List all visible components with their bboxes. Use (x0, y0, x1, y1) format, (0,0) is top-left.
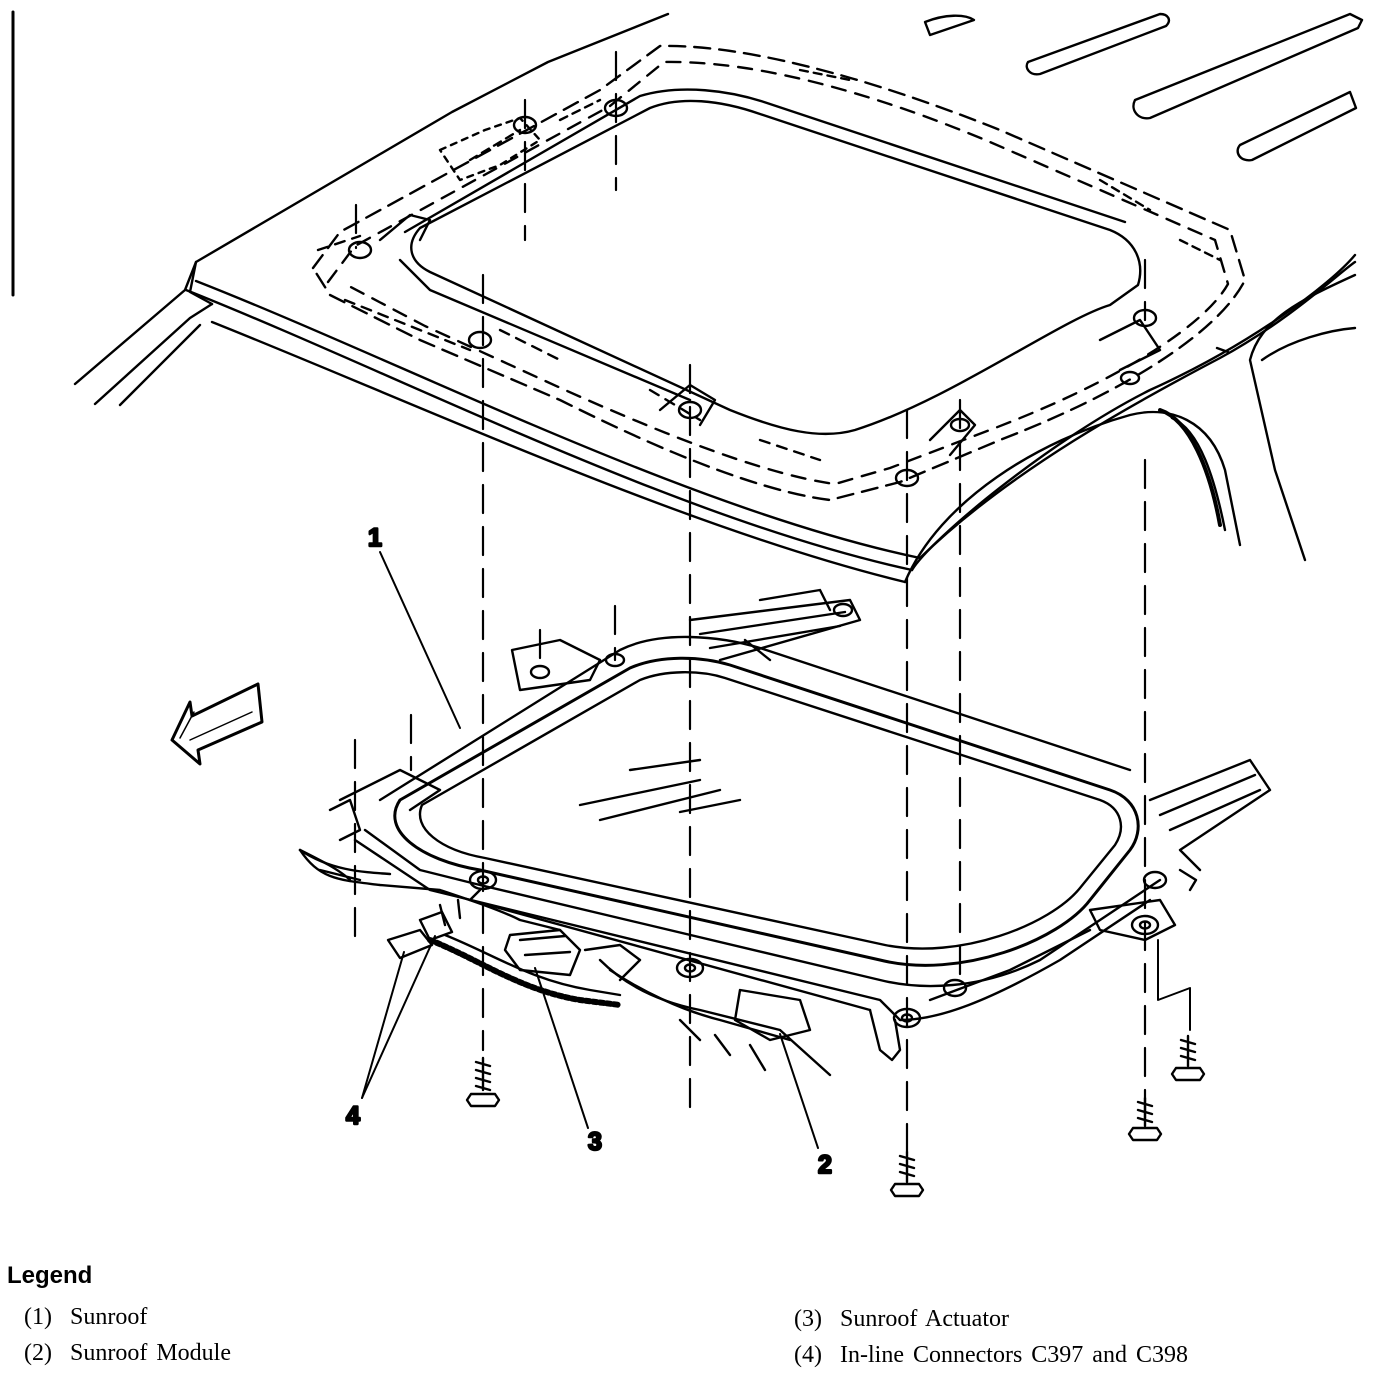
legend-item-number: (3) (794, 1306, 822, 1332)
callout-4: 4 (346, 1102, 360, 1130)
mounting-points (347, 98, 1168, 1029)
leader-lines (361, 551, 819, 1149)
callout-1: 1 (368, 524, 382, 552)
bolt-icon (1170, 1034, 1206, 1082)
legend-item-4: (4) In-line Connectors C397 and C398 (794, 1342, 1188, 1369)
callout-2: 2 (818, 1151, 832, 1179)
legend-item-label: In-line Connectors C397 and C398 (840, 1342, 1188, 1368)
vehicle-roof (73, 12, 1364, 584)
sunroof-module (733, 988, 812, 1042)
callout-3: 3 (588, 1128, 602, 1156)
sunroof-actuator (503, 928, 582, 977)
alignment-lines (353, 50, 1147, 1162)
legend-item-label: Sunroof Module (70, 1340, 231, 1366)
front-direction-arrow-icon (170, 682, 264, 766)
sunroof-assembly (298, 588, 1272, 1062)
wiring-harness (298, 848, 832, 1077)
legend-item-number: (2) (24, 1340, 52, 1366)
legend-item-3: (3) Sunroof Actuator (794, 1306, 1009, 1333)
legend-item-2: (2) Sunroof Module (24, 1340, 231, 1367)
bolt-icon (1127, 1096, 1163, 1142)
legend-title: Legend (7, 1262, 93, 1289)
inline-connector-c398 (418, 910, 454, 942)
inline-connector-c397 (386, 928, 434, 960)
legend-item-label: Sunroof Actuator (840, 1306, 1009, 1332)
legend-item-label: Sunroof (70, 1304, 148, 1330)
bolt-icon (889, 1150, 925, 1198)
legend: Legend (1) Sunroof (2) Sunroof Module (3) S… (0, 1262, 1376, 1374)
legend-item-1: (1) Sunroof (24, 1304, 147, 1331)
roof-opening (311, 44, 1247, 502)
sunroof-diagram: 1 2 3 4 (11, 10, 1364, 1198)
bolt-icon (465, 1056, 501, 1108)
legend-item-number: (4) (794, 1342, 822, 1368)
legend-item-number: (1) (24, 1304, 52, 1330)
